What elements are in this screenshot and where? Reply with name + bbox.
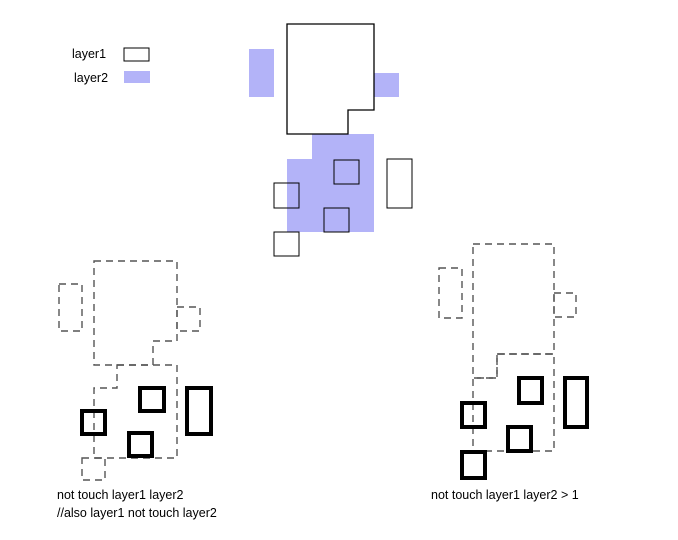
layer1-shape xyxy=(386,158,413,209)
layer2-dashed-outline xyxy=(438,267,463,319)
layer1-dashed-outline xyxy=(93,260,178,366)
result-marker xyxy=(127,431,154,458)
layer2-shape xyxy=(249,49,274,97)
legend: layer1 layer2 xyxy=(72,47,150,85)
layer1-shape xyxy=(273,182,300,209)
layer2-dashed-outline xyxy=(176,306,201,332)
result-marker xyxy=(185,386,213,436)
layer1-shape xyxy=(286,23,375,135)
legend-layer2-label: layer2 xyxy=(74,71,108,85)
layer1-shape xyxy=(323,207,350,233)
result-marker xyxy=(80,409,107,436)
legend-layer1-swatch xyxy=(123,47,150,62)
result-diagram-left xyxy=(58,260,213,481)
result-marker xyxy=(138,386,166,413)
result-marker xyxy=(506,425,533,453)
caption-right-line1: not touch layer1 layer2 > 1 xyxy=(431,488,579,502)
layer2-dashed-outline xyxy=(58,283,83,332)
layer2-shape xyxy=(374,73,399,97)
result-marker xyxy=(517,376,544,405)
caption-left-line2: //also layer1 not touch layer2 xyxy=(57,506,217,520)
layer2-dashed-outline xyxy=(553,292,577,318)
result-diagram-right xyxy=(438,243,589,480)
layer1-dashed-outline xyxy=(472,243,555,379)
result-marker xyxy=(563,376,589,429)
layer1-shape xyxy=(273,231,300,257)
legend-layer2-swatch xyxy=(124,71,150,83)
layer2-dashed-outline xyxy=(93,364,178,459)
layer1-shape xyxy=(333,159,360,185)
layer2-shape xyxy=(287,134,374,232)
input-diagram xyxy=(249,23,413,257)
legend-layer1-label: layer1 xyxy=(72,47,106,61)
layer1-dashed-outline xyxy=(81,457,106,481)
caption-left-line1: not touch layer1 layer2 xyxy=(57,488,184,502)
result-marker xyxy=(460,450,487,480)
result-marker xyxy=(460,401,487,429)
